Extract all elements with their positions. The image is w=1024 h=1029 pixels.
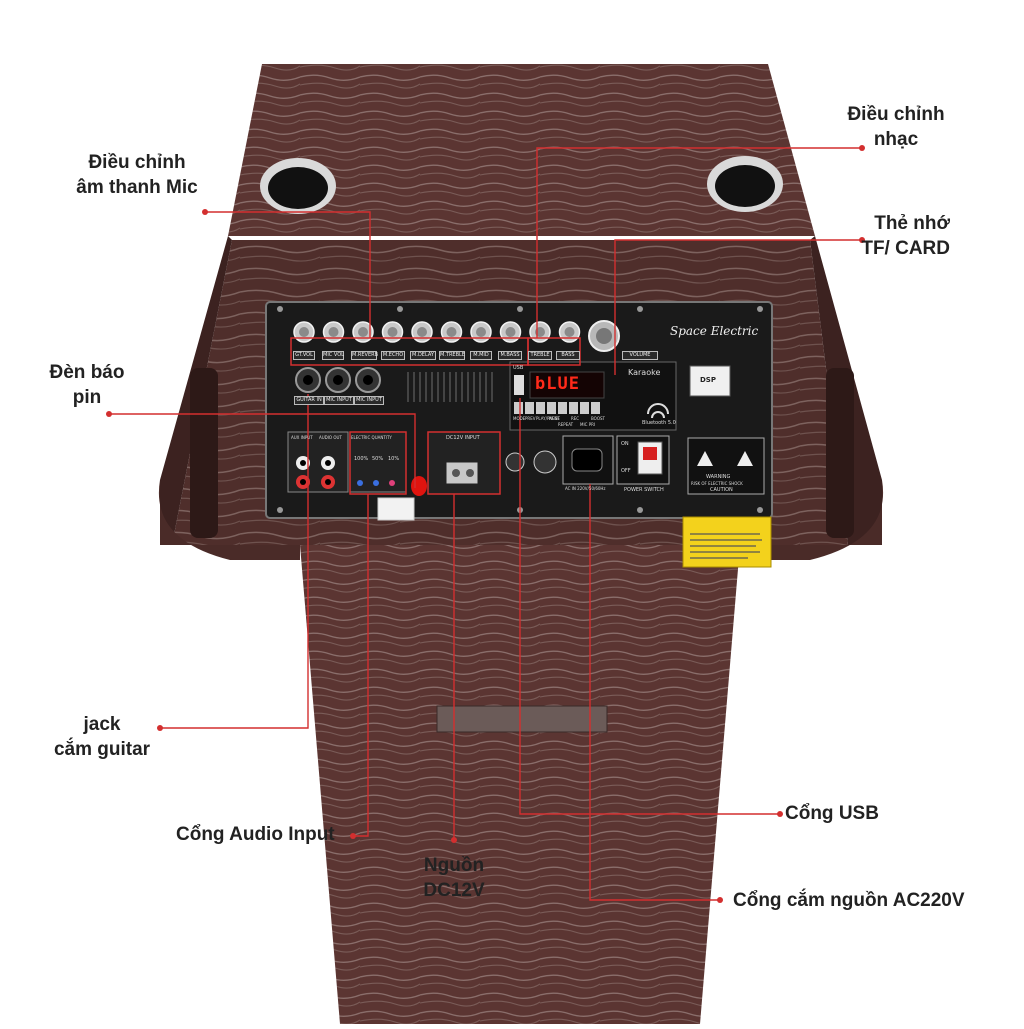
knob-cap [387, 327, 398, 337]
button-label: REC [571, 416, 580, 421]
button-label: NEXT [549, 416, 560, 421]
leader-lines [109, 147, 862, 901]
knob-label: M.TREBLE [439, 351, 465, 360]
callout-dc12v: Nguồn DC12V [414, 853, 494, 903]
knob-label: M.MID [470, 351, 492, 360]
knob-row [293, 321, 581, 343]
bottom-plate [436, 705, 608, 733]
jack-row [295, 367, 381, 393]
bluetooth-label: Bluetooth 5.0 [642, 420, 676, 426]
cabinet-top [228, 64, 815, 236]
knob-cap [505, 327, 516, 337]
wifi-icon [647, 403, 669, 419]
yellow-label [682, 516, 772, 568]
knob-cap [476, 327, 486, 337]
knob-label: M.DELAY [410, 351, 436, 360]
callout-line: Nguồn [423, 855, 485, 876]
callout-music-adjust: Điều chỉnh nhạc [838, 102, 954, 152]
knob-cap [299, 327, 309, 337]
button-label: BOOST [591, 416, 605, 421]
knob-label: BASS [556, 351, 580, 360]
button-row [514, 402, 600, 414]
knob-label: TREBLE [528, 351, 552, 360]
brand-logo: Space Electric [670, 324, 759, 338]
usb-label: USB [513, 365, 524, 371]
on-label: ON [621, 441, 629, 447]
callout-guitar-jack: jack cắm guitar [44, 712, 160, 762]
callout-memory-card: Thẻ nhớ TF/ CARD [820, 211, 950, 261]
leader-dots [106, 145, 865, 903]
callout-line: nhạc [873, 129, 919, 150]
callout-ac220v: Cổng cắm nguồn AC220V [733, 890, 965, 911]
warning-label: CAUTION [710, 487, 733, 493]
level-label: 100% [354, 456, 369, 462]
knob-label: M.BASS [498, 351, 522, 360]
knob-cap [564, 327, 575, 337]
warning-label: WARNING [706, 474, 731, 480]
callout-line: Điều chỉnh [88, 152, 186, 173]
right-handle [826, 368, 854, 538]
button-label: MIC PRI [580, 422, 596, 427]
callout-line: Đèn báo [49, 362, 125, 383]
button-label: REPEAT [558, 422, 574, 427]
callout-line: DC12V [423, 880, 485, 901]
knob-cap [358, 327, 368, 337]
power-switch-label: POWER SWITCH [624, 487, 664, 493]
knob-cap [328, 327, 339, 337]
knob-label: MIC VOL [322, 351, 344, 360]
button-label: PLAY/PAUSE [536, 416, 560, 421]
knob-label: M.REVERB [351, 351, 379, 360]
sticker [377, 497, 415, 521]
level-label: 50% [372, 456, 384, 462]
callout-line: jack [83, 714, 121, 735]
callout-battery-light: Đèn báo pin [40, 360, 134, 410]
knob-cap [417, 327, 427, 337]
knob-cap [446, 327, 457, 337]
ac-input-label: AC IN 220V/50/60Hz [565, 486, 606, 491]
dc-input-label: DC12V INPUT [446, 435, 480, 441]
jack-label: GUITAR IN [294, 396, 324, 405]
volume-label: VOLUME [622, 351, 658, 360]
callout-line: Điều chỉnh [847, 104, 945, 125]
vent-grille [407, 372, 493, 402]
callout-line: cắm guitar [53, 739, 151, 760]
callout-audio-input: Cổng Audio Input [176, 824, 335, 845]
left-handle [190, 368, 218, 538]
off-label: OFF [621, 468, 631, 474]
electric-quantity-label: ELECTRIC QUANTITY [351, 435, 392, 440]
level-label: 10% [388, 456, 400, 462]
callout-mic-adjust: Điều chỉnh âm thanh Mic [72, 150, 202, 200]
callout-line: TF/ CARD [861, 238, 950, 259]
callout-line: Thẻ nhớ [874, 213, 950, 234]
audio-out-label: AUDIO OUT [319, 435, 342, 440]
karaoke-label: Karaoke [628, 368, 661, 377]
callout-line: pin [72, 387, 102, 408]
dsp-label: DSP [700, 376, 716, 384]
knob-label: M.ECHO [381, 351, 405, 360]
callout-line: âm thanh Mic [76, 177, 198, 198]
usb-port [514, 375, 524, 395]
jack-label: MIC INPUT [354, 396, 384, 405]
led-display [529, 371, 605, 399]
aux-input-label: AUX INPUT [291, 435, 313, 440]
button-label: MODE [513, 416, 526, 421]
warning-label: RISK OF ELECTRIC SHOCK [691, 481, 743, 486]
dsp-chip [689, 365, 731, 397]
jack-label: MIC INPUT [324, 396, 354, 405]
callout-usb: Cổng USB [785, 803, 879, 824]
button-label: PREV [525, 416, 536, 421]
battery-indicator-dot [411, 476, 427, 496]
led-display-text: bLUE [535, 374, 580, 394]
knob-label: GT.VOL [293, 351, 315, 360]
